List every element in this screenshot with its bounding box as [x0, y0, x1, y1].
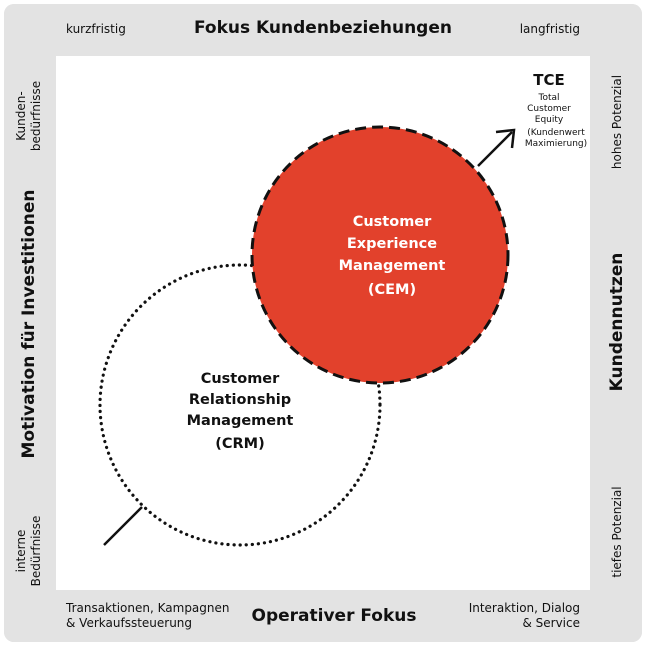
- tce-arrow-shaft: [477, 131, 513, 167]
- tce-line-5: Maximierung): [525, 139, 587, 149]
- top-right-label: langfristig: [519, 22, 580, 36]
- cem-label: Customer Experience Management (CEM): [339, 214, 446, 298]
- tce-label: TCE Total Customer Equity (Kundenwert Ma…: [525, 71, 587, 149]
- cem-circle: [250, 125, 510, 385]
- tce-line-2: Customer: [527, 104, 571, 114]
- crm-line-3: Management: [187, 413, 294, 429]
- bottom-title: Operativer Fokus: [251, 606, 417, 626]
- bottom-right-line-2: & Service: [522, 616, 580, 630]
- bottom-left-line-1: Transaktionen, Kampagnen: [66, 601, 230, 615]
- cem-line-3: Management: [339, 258, 446, 274]
- crm-tail-line: [103, 506, 143, 546]
- tce-line-4: (Kundenwert: [527, 128, 585, 138]
- diagram-frame: kurzfristig Fokus Kundenbeziehungen lang…: [4, 4, 642, 642]
- bottom-left-line-2: & Verkaufssteuerung: [66, 616, 193, 630]
- cem-line-2: Experience: [347, 236, 437, 252]
- crm-circle: [98, 263, 382, 547]
- cem-line-1: Customer: [353, 214, 432, 230]
- top-title: Fokus Kundenbeziehungen: [194, 18, 452, 38]
- bottom-left-label: Transaktionen, Kampagnen & Verkaufssteue…: [66, 601, 230, 631]
- tce-arrow-head: [495, 128, 516, 149]
- tce-title: TCE: [533, 71, 565, 89]
- bottom-right-line-1: Interaktion, Dialog: [468, 601, 580, 615]
- crm-label: Customer Relationship Management (CRM): [187, 371, 294, 452]
- tce-line-3: Equity: [535, 115, 564, 125]
- crm-line-4: (CRM): [215, 436, 265, 452]
- cem-line-4: (CEM): [368, 282, 416, 298]
- bottom-band: Transaktionen, Kampagnen & Verkaufssteue…: [4, 592, 642, 642]
- left-band: Kunden- bedürfnisse Motivation für Inves…: [4, 54, 54, 592]
- bottom-right-label: Interaktion, Dialog & Service: [469, 601, 580, 631]
- top-band: kurzfristig Fokus Kundenbeziehungen lang…: [4, 4, 642, 54]
- tce-line-1: Total: [537, 93, 559, 103]
- top-left-label: kurzfristig: [66, 22, 126, 36]
- right-band: hohes Potenzial Kundennutzen tiefes Pote…: [592, 54, 642, 592]
- crm-line-2: Relationship: [189, 392, 291, 408]
- crm-line-1: Customer: [201, 371, 280, 387]
